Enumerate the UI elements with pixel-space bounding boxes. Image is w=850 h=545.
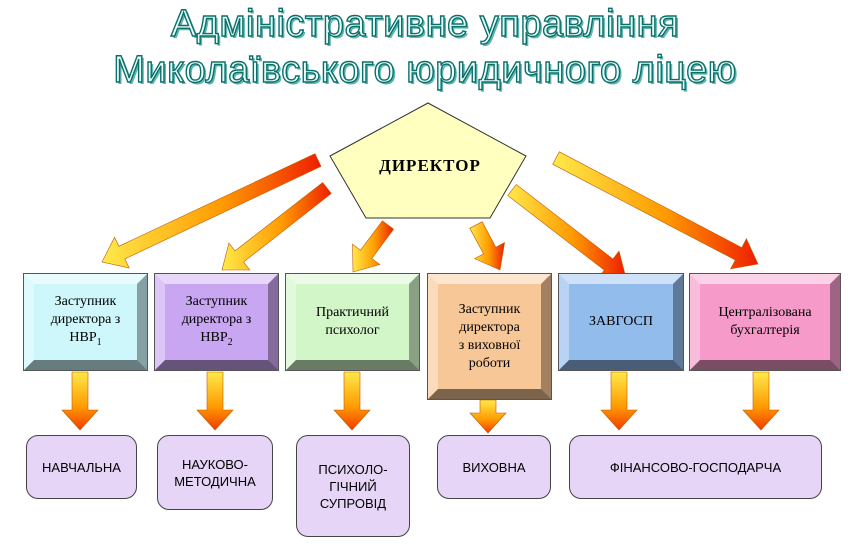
dept-nvr2-sub: 2 [227, 336, 233, 348]
dept-psych-line1: Практичний [315, 305, 390, 320]
area-vykhovna-line1: ВИХОВНА [462, 459, 526, 475]
arrow-director-to-zavgosp [507, 184, 627, 279]
arrow-accounting-to-financial [742, 371, 780, 431]
arrow-nvr2-to-methodical [196, 371, 234, 431]
dept-vykh-line4: роботи [468, 355, 511, 371]
dept-box-deputy-nvr1: Заступник директора з НВР1 [24, 274, 147, 370]
area-psy-line3: СУПРОВІД [319, 495, 387, 511]
dept-nvr2-line2: директора з [181, 311, 252, 327]
director-pentagon [329, 102, 527, 219]
dept-nvr1-sub: 1 [96, 336, 102, 348]
dept-box-deputy-education: Заступник директора з виховної роботи [428, 274, 551, 399]
arrow-director-to-accounting [552, 151, 759, 270]
dept-vykh-line2: директора [459, 319, 520, 335]
dept-psych-line2: психолог [325, 323, 380, 338]
director-label: ДИРЕКТОР [379, 156, 481, 175]
area-nauk-line1: НАУКОВО- [182, 456, 248, 472]
dept-box-zavgosp: ЗАВГОСП [559, 274, 683, 370]
dept-vykh-line3: з виховної [458, 337, 521, 353]
arrow-director-to-psychologist [352, 220, 395, 273]
area-navch-line1: НАВЧАЛЬНА [42, 459, 121, 475]
area-psy-line1: ПСИХОЛО- [318, 461, 388, 477]
area-psy-line2: ГІЧНИЙ [329, 478, 377, 494]
dept-nvr1-line3: НВР [69, 329, 97, 345]
area-box-methodical: НАУКОВО-МЕТОДИЧНА [157, 435, 273, 510]
dept-zavgosp-line1: ЗАВГОСП [589, 314, 653, 329]
title-line-2: Миколаївського юридичного ліцею [113, 48, 737, 91]
dept-box-accounting: Централізована бухгалтерія [690, 274, 840, 370]
arrow-zavgosp-to-financial [600, 371, 638, 431]
dept-buh-line1: Централізована [718, 305, 812, 320]
arrow-director-to-nvr1 [101, 153, 322, 269]
dept-box-psychologist: Практичний психолог [286, 274, 419, 370]
area-box-upbringing: ВИХОВНА [437, 435, 551, 499]
area-box-financial: ФІНАНСОВО-ГОСПОДАРЧА [569, 435, 822, 499]
title-line-1: Адміністративне управління [170, 2, 680, 45]
area-box-educational: НАВЧАЛЬНА [26, 435, 137, 499]
arrow-education-to-upbringing [469, 399, 507, 434]
dept-nvr2-line3: НВР [200, 329, 228, 345]
dept-nvr1-line2: директора з [50, 311, 121, 327]
arrow-psychologist-to-support [333, 371, 371, 431]
area-fin-line1: ФІНАНСОВО-ГОСПОДАРЧА [609, 459, 782, 475]
arrow-director-to-nvr2 [221, 182, 332, 271]
dept-vykh-line1: Заступник [458, 301, 521, 317]
dept-nvr2-line1: Заступник [185, 293, 248, 309]
area-nauk-line2: МЕТОДИЧНА [174, 473, 256, 489]
arrow-director-to-education [469, 221, 505, 271]
dept-box-deputy-nvr2: Заступник директора з НВР2 [155, 274, 278, 370]
dept-nvr1-line1: Заступник [54, 293, 117, 309]
dept-buh-line2: бухгалтерія [730, 323, 800, 338]
arrow-nvr1-to-educational [61, 371, 99, 431]
